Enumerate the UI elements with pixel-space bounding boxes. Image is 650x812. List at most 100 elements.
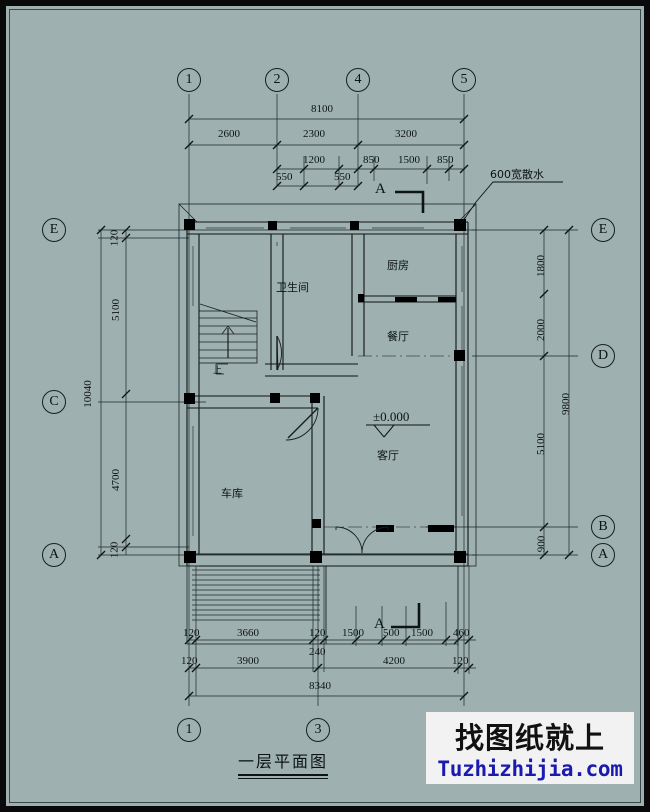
dim-left-4700: 4700 xyxy=(110,469,122,491)
dim-left-overall-10040: 10040 xyxy=(82,380,94,408)
grid-bubble-top-5[interactable]: 5 xyxy=(452,68,476,92)
grid-bubble-label: C xyxy=(49,394,59,409)
dim-value: 1800 xyxy=(535,255,547,277)
dim-value: 2600 xyxy=(218,128,240,140)
stair-direction-label: 上 xyxy=(213,363,222,376)
dim-top-detail2-550b: 550 xyxy=(334,171,351,183)
grid-bubble-label: A xyxy=(597,547,609,562)
dim-value: 8100 xyxy=(311,103,333,115)
dim-bottom-120a: 120 xyxy=(183,627,200,639)
grid-bubble-label: E xyxy=(49,222,59,237)
dim-value: 9800 xyxy=(560,393,572,415)
dim-value: 10040 xyxy=(81,380,94,408)
dim-value: 2300 xyxy=(303,128,325,140)
grid-bubble-label: A xyxy=(48,547,60,562)
dim-value: 8340 xyxy=(309,680,331,692)
dim-left-5100: 5100 xyxy=(110,299,122,321)
grid-bubble-label: D xyxy=(597,348,609,363)
stair-up-text: 上 xyxy=(213,366,223,376)
title-underline-thin xyxy=(238,778,329,779)
dim-bottom-bay-120b: 120 xyxy=(452,655,469,667)
dim-right-5100: 5100 xyxy=(535,433,547,455)
dim-value: 5100 xyxy=(535,433,547,455)
dim-top-detail-1200: 1200 xyxy=(303,154,325,166)
dim-top-bay-3200: 3200 xyxy=(395,128,417,140)
dim-value: 550 xyxy=(334,171,351,183)
dim-bottom-460: 460 xyxy=(453,627,470,639)
dim-value: 850 xyxy=(437,154,454,166)
dim-value: 120 xyxy=(108,229,121,247)
grid-bubble-label: 5 xyxy=(460,72,468,87)
dim-value: 3900 xyxy=(237,655,259,667)
room-name: 卫生间 xyxy=(276,281,309,294)
grid-bubble-top-2[interactable]: 2 xyxy=(265,68,289,92)
room-label-bathroom: 卫生间 xyxy=(276,279,309,295)
dim-value: 120 xyxy=(108,541,121,559)
dim-bottom-3660: 3660 xyxy=(237,627,259,639)
dim-value: 1500 xyxy=(342,627,364,639)
grid-bubble-label: 3 xyxy=(314,722,322,737)
grid-bubble-label: 2 xyxy=(273,72,281,87)
room-name: 车库 xyxy=(221,487,243,500)
room-label-garage: 车库 xyxy=(221,485,243,501)
dim-bottom-bay-3900: 3900 xyxy=(237,655,259,667)
section-mark-top-A: A xyxy=(375,181,386,198)
room-label-kitchen: 厨房 xyxy=(387,257,409,273)
dim-value: 3200 xyxy=(395,128,417,140)
dim-value: 120 xyxy=(452,655,469,667)
room-name: 厨房 xyxy=(387,259,409,272)
dim-value: 550 xyxy=(276,171,293,183)
dim-bottom-bay-240: 240 xyxy=(309,646,326,658)
dim-right-900: 900 xyxy=(535,536,547,553)
dim-bottom-120b: 120 xyxy=(309,627,326,639)
watermark-url-text: Tuzhizhijia.com xyxy=(437,757,623,781)
dim-value: 240 xyxy=(309,646,326,658)
dim-top-detail-850b: 850 xyxy=(437,154,454,166)
grid-bubble-right-D[interactable]: D xyxy=(591,344,615,368)
section-letter: A xyxy=(374,616,385,632)
dim-left-120-bottom: 120 xyxy=(108,542,120,559)
dim-value: 3660 xyxy=(237,627,259,639)
grid-bubble-label: E xyxy=(598,222,608,237)
dim-bottom-bay-120a: 120 xyxy=(181,655,198,667)
grid-bubble-left-A[interactable]: A xyxy=(42,543,66,567)
section-letter: A xyxy=(375,181,386,197)
grid-bubble-right-E[interactable]: E xyxy=(591,218,615,242)
room-label-living: 客厅 xyxy=(377,447,399,463)
dim-value: 500 xyxy=(383,627,400,639)
grid-bubble-bottom-3[interactable]: 3 xyxy=(306,718,330,742)
dim-value: 1500 xyxy=(398,154,420,166)
grid-bubble-label: 1 xyxy=(185,722,193,737)
room-name: 餐厅 xyxy=(387,330,409,343)
dim-top-bay-2600: 2600 xyxy=(218,128,240,140)
grid-bubble-top-1[interactable]: 1 xyxy=(177,68,201,92)
room-label-dining: 餐厅 xyxy=(387,328,409,344)
floor-plan-linework xyxy=(96,94,578,706)
grid-bubble-left-E[interactable]: E xyxy=(42,218,66,242)
drawing-title-block: 一层平面图 xyxy=(238,748,329,779)
grid-bubble-right-A[interactable]: A xyxy=(591,543,615,567)
grid-bubble-bottom-1[interactable]: 1 xyxy=(177,718,201,742)
grid-bubble-label: 1 xyxy=(185,72,193,87)
dim-value: 1200 xyxy=(303,154,325,166)
dim-value: 4700 xyxy=(110,469,122,491)
elevation-marker-label: ±0.000 xyxy=(373,409,409,425)
section-mark-bottom-A: A xyxy=(374,616,385,633)
grid-bubble-left-C[interactable]: C xyxy=(42,390,66,414)
dim-value: 120 xyxy=(309,627,326,639)
dim-value: 120 xyxy=(181,655,198,667)
dim-top-bay-2300: 2300 xyxy=(303,128,325,140)
dim-value: 5100 xyxy=(110,299,122,321)
grid-bubble-label: 4 xyxy=(354,72,362,87)
dim-value: 1500 xyxy=(411,627,433,639)
drawing-title-text: 一层平面图 xyxy=(238,752,329,771)
dim-value: 120 xyxy=(183,627,200,639)
grid-bubble-top-4[interactable]: 4 xyxy=(346,68,370,92)
dim-bottom-overall-8340: 8340 xyxy=(309,680,331,692)
dim-left-120-top: 120 xyxy=(108,230,120,247)
dim-value: 4200 xyxy=(383,655,405,667)
grid-bubble-label: B xyxy=(598,519,608,534)
grid-bubble-right-B[interactable]: B xyxy=(591,515,615,539)
title-underline-thick xyxy=(238,774,329,776)
